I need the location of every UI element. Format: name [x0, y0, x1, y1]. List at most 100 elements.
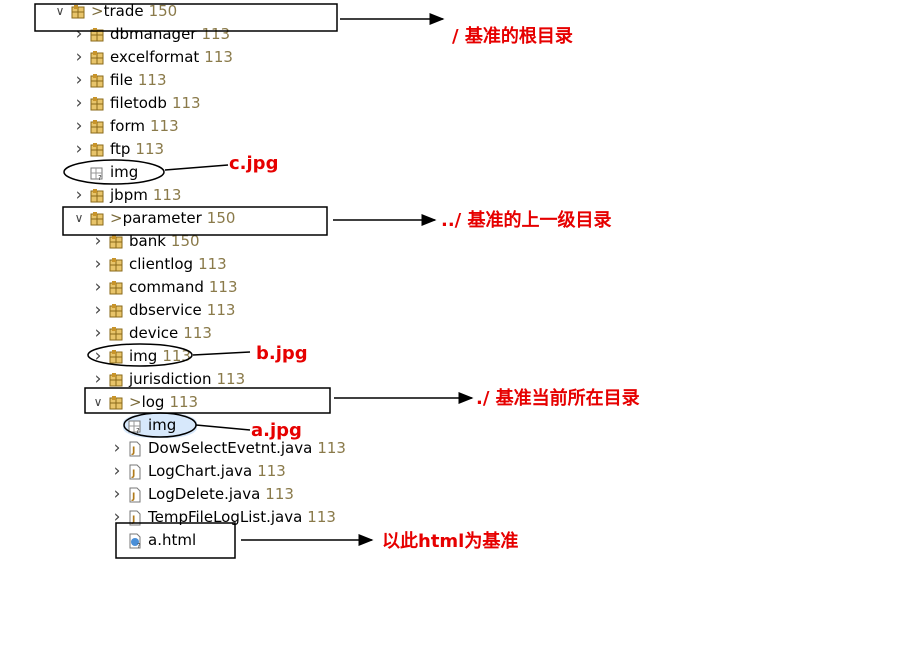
tree-item-label: jurisdiction — [129, 370, 212, 388]
chevron-down-icon[interactable]: ∨ — [55, 4, 65, 18]
chevron-right-icon[interactable]: › — [113, 507, 121, 527]
chevron-right-icon[interactable]: › — [94, 346, 102, 366]
tree-item-label: img — [110, 163, 139, 181]
package-icon — [89, 96, 105, 112]
chevron-right-icon[interactable]: › — [113, 438, 121, 458]
chevron-right-icon[interactable]: › — [75, 116, 83, 136]
package-icon — [89, 188, 105, 204]
package-icon — [108, 234, 124, 250]
revision-number: 113 — [135, 140, 165, 158]
revision-number: 113 — [137, 71, 167, 89]
chevron-right-icon[interactable]: › — [75, 70, 83, 90]
tree-item-label: bank — [129, 232, 166, 250]
chevron-down-icon[interactable]: ∨ — [93, 395, 103, 409]
package-icon — [89, 119, 105, 135]
svg-text:J: J — [131, 515, 135, 525]
annotation-c-jpg: c.jpg — [229, 153, 279, 174]
chevron-right-icon[interactable]: › — [75, 185, 83, 205]
svg-text:J: J — [131, 446, 135, 456]
package-icon — [108, 372, 124, 388]
highlight-ellipse-img-c — [63, 159, 165, 185]
chevron-right-icon[interactable]: › — [75, 47, 83, 67]
tree-item-label: parameter — [122, 209, 202, 227]
chevron-right-icon[interactable]: › — [94, 231, 102, 251]
svg-text:?: ? — [136, 427, 140, 434]
tree-item-label: LogDelete.java — [148, 485, 261, 503]
tree-item-label: file — [110, 71, 133, 89]
revision-number: 150 — [206, 209, 236, 227]
annotation-root: / 基准的根目录 — [452, 26, 573, 47]
chevron-right-icon[interactable]: › — [94, 300, 102, 320]
tree-item-label: device — [129, 324, 179, 342]
package-icon — [70, 4, 86, 20]
tree-item-label: ftp — [110, 140, 131, 158]
chevron-right-icon[interactable]: › — [113, 484, 121, 504]
svg-text:J: J — [131, 492, 135, 502]
annotation-a-jpg: a.jpg — [251, 420, 302, 441]
tree-item-label: DowSelectEvetnt.java — [148, 439, 313, 457]
revision-number: 113 — [183, 324, 212, 342]
tree-item-label: command — [129, 278, 204, 296]
tree-item-label: dbservice — [129, 301, 202, 319]
revision-number: 113 — [317, 439, 346, 457]
tree-item-label: excelformat — [110, 48, 200, 66]
annotation-current: ./ 基准当前所在目录 — [476, 388, 640, 409]
chevron-right-icon[interactable]: › — [94, 254, 102, 274]
java-file-icon: J — [127, 464, 143, 480]
package-icon — [108, 326, 124, 342]
highlight-box-ahtml — [115, 522, 236, 559]
java-file-icon: J — [127, 441, 143, 457]
arrow-a-jpg — [195, 424, 251, 431]
chevron-right-icon[interactable]: › — [75, 139, 83, 159]
tree-item[interactable]: ?a.html — [109, 529, 196, 552]
tree-item-label: filetodb — [110, 94, 167, 112]
tree-item[interactable]: ?img — [71, 161, 138, 184]
package-icon — [89, 50, 105, 66]
package-icon — [108, 303, 124, 319]
tree-item-label: form — [110, 117, 145, 135]
chevron-right-icon[interactable]: › — [94, 277, 102, 297]
revision-number: 113 — [198, 255, 227, 273]
chevron-right-icon[interactable]: › — [94, 323, 102, 343]
java-file-icon: J — [127, 510, 143, 526]
revision-number: 150 — [170, 232, 200, 250]
svg-text:J: J — [131, 469, 135, 479]
arrow-c-jpg — [164, 164, 229, 171]
tree-item[interactable]: ? img — [109, 414, 176, 437]
tree-item-label: dbmanager — [110, 25, 197, 43]
chevron-right-icon[interactable]: › — [94, 369, 102, 389]
package-icon — [89, 142, 105, 158]
chevron-down-icon[interactable]: ∨ — [74, 211, 84, 225]
chevron-right-icon[interactable]: › — [75, 93, 83, 113]
dirty-marker: > — [129, 393, 142, 411]
chevron-right-icon[interactable]: › — [113, 461, 121, 481]
revision-number: 113 — [204, 48, 233, 66]
chevron-right-icon[interactable]: › — [75, 24, 83, 44]
tree-item-label: img — [148, 416, 177, 434]
annotation-parent: ../ 基准的上一级目录 — [441, 210, 612, 231]
html-file-icon: ? — [127, 533, 143, 550]
revision-number: 113 — [149, 117, 179, 135]
revision-number: 113 — [307, 508, 336, 526]
